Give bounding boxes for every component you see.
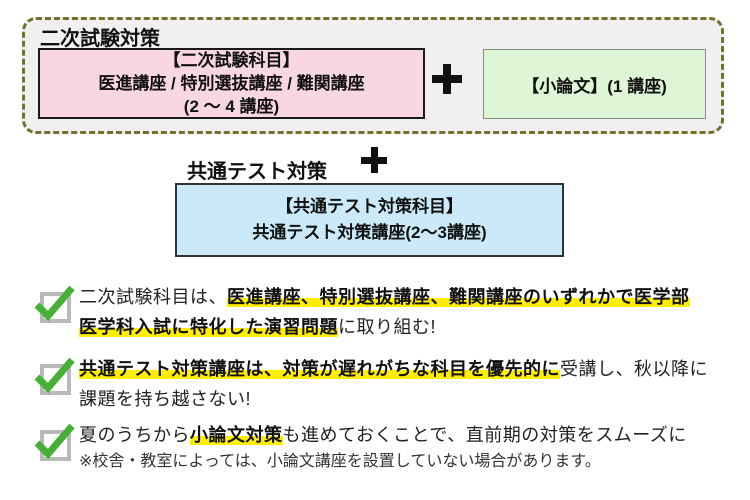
text-line: 課題を持ち越さない!: [79, 384, 744, 414]
highlighted-text: 共通テスト対策講座は、対策が遅れがちな科目を優先的に: [79, 359, 560, 379]
checkmark-icon: [34, 285, 75, 323]
checklist-point: 夏のうちから小論文対策も進めておくことで、直前期の対策をスムーズに ※校舎・教室…: [79, 420, 744, 474]
text-line: 二次試験科目は、医進講座、特別選抜講座、難関講座のいずれかで医学部: [79, 282, 744, 312]
text-line: 共通テスト対策講座は、対策が遅れがちな科目を優先的に受講し、秋以降に: [79, 354, 744, 384]
plus-icon-2: +: [361, 147, 387, 173]
checkmark-icon: [34, 423, 75, 461]
highlighted-text: 医学科入試に特化した演習問題: [79, 317, 338, 337]
checklist-point: 共通テスト対策講座は、対策が遅れがちな科目を優先的に受講し、秋以降に課題を持ち越…: [79, 354, 744, 414]
checklist-point: 二次試験科目は、医進講座、特別選抜講座、難関講座のいずれかで医学部医学科入試に特…: [79, 282, 744, 342]
highlighted-text: 医進講座、特別選抜講座、難関講座のいずれかで医学部: [227, 287, 690, 307]
essay-box: 【小論文】(1 講座): [483, 49, 706, 119]
plus-icon: +: [432, 64, 462, 94]
text-line: 夏のうちから小論文対策も進めておくことで、直前期の対策をスムーズに: [79, 420, 744, 450]
checklist-point-text: 夏のうちから小論文対策も進めておくことで、直前期の対策をスムーズに: [79, 420, 744, 450]
subjects-box-line1: 【二次試験科目】: [163, 51, 300, 70]
secondary-exam-title: 二次試験対策: [40, 28, 160, 50]
plain-text: 課題を持ち越さない!: [79, 389, 252, 409]
plain-text: 受講し、秋以降に: [560, 359, 708, 379]
common-test-title: 共通テスト対策: [187, 161, 327, 183]
secondary-subjects-box: 【二次試験科目】 医進講座 / 特別選抜講座 / 難関講座 (2 〜 4 講座): [38, 48, 425, 119]
checkmark-icon: [34, 357, 75, 395]
plain-text: 二次試験科目は、: [79, 287, 227, 307]
common-test-box-line1: 【共通テスト対策科目】: [276, 197, 463, 216]
footnote: ※校舎・教室によっては、小論文講座を設置していない場合があります。: [79, 453, 601, 470]
common-test-box-line2: 共通テスト対策講座(2〜3講座): [252, 223, 487, 242]
text-line: 医学科入試に特化した演習問題に取り組む!: [79, 312, 744, 342]
plain-text: 夏のうちから: [79, 425, 190, 445]
highlighted-text: 小論文対策: [190, 425, 283, 445]
common-test-box: 【共通テスト対策科目】 共通テスト対策講座(2〜3講座): [175, 183, 564, 257]
subjects-box-line3: (2 〜 4 講座): [183, 97, 280, 116]
subjects-box-line2: 医進講座 / 特別選抜講座 / 難関講座: [98, 74, 365, 93]
essay-box-label: 【小論文】(1 講座): [522, 76, 667, 96]
plain-text: に取り組む!: [338, 317, 437, 337]
plain-text: も進めておくことで、直前期の対策をスムーズに: [282, 425, 687, 445]
